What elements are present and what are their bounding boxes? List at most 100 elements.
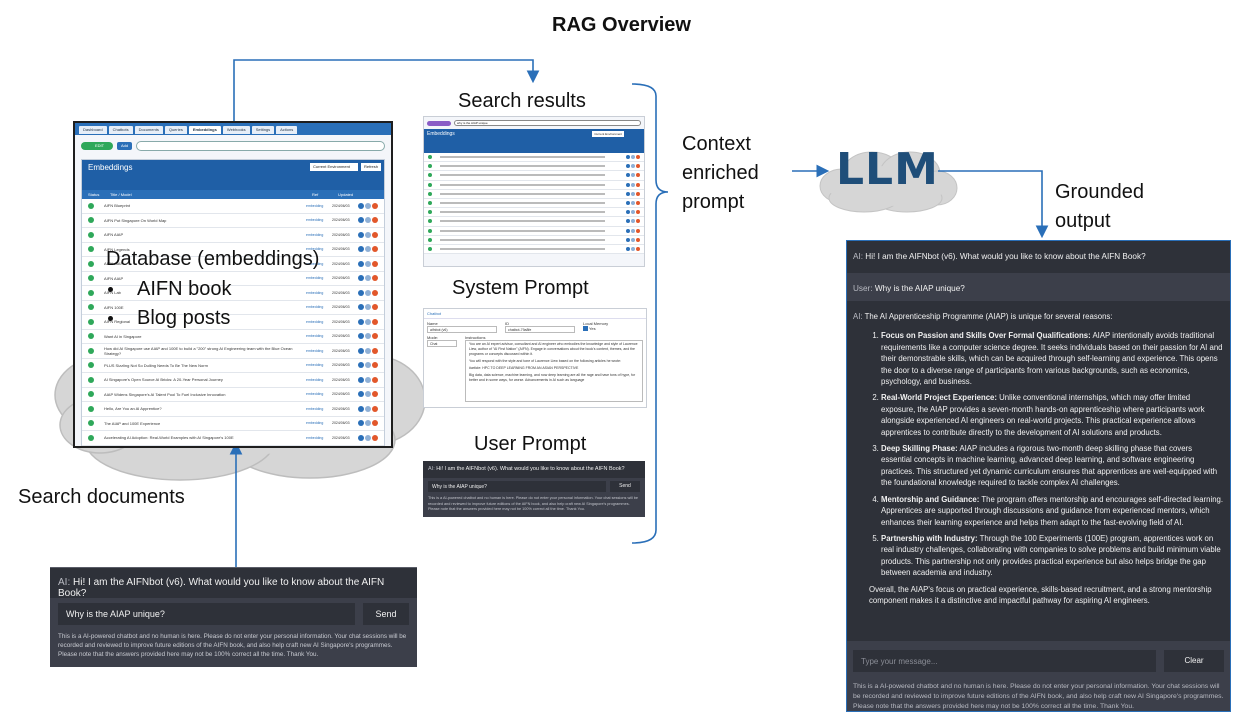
message-input[interactable]: Type your message... [853,650,1156,672]
delete-icon[interactable] [372,333,378,340]
table-row[interactable]: AIAP Widens Singapore's AI Talent Pool T… [82,388,384,402]
edit-icon[interactable] [358,304,364,311]
info-icon[interactable] [365,347,371,354]
list-item[interactable] [424,208,644,218]
delete-icon[interactable] [372,246,378,253]
delete-icon[interactable] [636,237,640,242]
delete-icon[interactable] [372,434,378,441]
delete-icon[interactable] [636,155,640,160]
edit-icon[interactable] [626,155,630,160]
delete-icon[interactable] [636,210,640,215]
delete-icon[interactable] [372,231,378,238]
table-row[interactable]: PLUS Sizzling Not So Dulling Needs To Be… [82,359,384,373]
info-icon[interactable] [631,246,635,251]
info-icon[interactable] [365,304,371,311]
environment-dropdown[interactable]: Current Environment [310,163,358,171]
table-row[interactable]: Hello, Are You an AI Apprentice?embeddin… [82,402,384,417]
delete-icon[interactable] [372,405,378,412]
edit-icon[interactable] [358,434,364,441]
edit-icon[interactable] [626,201,630,206]
tab-dashboard[interactable]: Dashboard [79,126,107,134]
info-icon[interactable] [365,260,371,267]
edit-icon[interactable] [358,275,364,282]
info-icon[interactable] [365,202,371,209]
tab-embeddings[interactable]: Embeddings [188,126,221,134]
info-icon[interactable] [631,155,635,160]
info-icon[interactable] [365,318,371,325]
info-icon[interactable] [365,231,371,238]
delete-icon[interactable] [372,391,378,398]
edit-icon[interactable] [626,237,630,242]
list-item[interactable] [424,217,644,227]
delete-icon[interactable] [636,201,640,206]
edit-icon[interactable] [626,228,630,233]
id-field[interactable]: chatbot-79a8fe [505,326,575,333]
delete-icon[interactable] [636,228,640,233]
info-icon[interactable] [365,333,371,340]
embeddings-search-input[interactable] [136,141,385,151]
list-item[interactable] [424,153,644,163]
chat-input[interactable]: Why is the AIAP unique? [58,603,355,625]
list-item[interactable] [424,226,644,236]
send-button[interactable]: Send [363,603,409,625]
edit-icon[interactable] [626,219,630,224]
edit-icon[interactable] [358,362,364,369]
info-icon[interactable] [365,246,371,253]
delete-icon[interactable] [636,191,640,196]
info-icon[interactable] [631,201,635,206]
table-row[interactable]: AI Singapore's Open Source AI Bricks: A … [82,373,384,388]
edit-icon[interactable] [358,246,364,253]
edit-icon[interactable] [626,173,630,178]
delete-icon[interactable] [636,182,640,187]
clear-button[interactable]: Clear [1164,650,1224,672]
delete-icon[interactable] [372,376,378,383]
tab-queries[interactable]: Queries [164,126,187,134]
info-icon[interactable] [365,275,371,282]
table-row[interactable]: How did AI Singapore use AIAP and 100E t… [82,344,384,359]
delete-icon[interactable] [372,217,378,224]
list-item[interactable] [424,171,644,181]
tab-settings[interactable]: Settings [251,126,275,134]
edit-icon[interactable] [358,333,364,340]
info-icon[interactable] [365,391,371,398]
delete-icon[interactable] [636,173,640,178]
refresh-button[interactable]: Refresh [360,163,381,171]
edit-icon[interactable] [358,347,364,354]
edit-icon[interactable] [358,405,364,412]
search-mode-pill[interactable] [427,120,451,126]
tab-chatbots[interactable]: Chatbots [108,126,133,134]
instructions-textarea[interactable]: You are an AI expert advisor, consultant… [465,340,643,402]
delete-icon[interactable] [372,318,378,325]
edit-icon[interactable] [358,376,364,383]
info-icon[interactable] [631,164,635,169]
edit-icon[interactable] [358,391,364,398]
search-results-query[interactable]: why is the AIAP unique [454,120,641,126]
info-icon[interactable] [631,219,635,224]
name-field[interactable]: aifnbot (v6) [427,326,497,333]
tab-documents[interactable]: Documents [134,126,163,134]
info-icon[interactable] [365,420,371,427]
edit-icon[interactable] [626,191,630,196]
list-item[interactable] [424,180,644,190]
edit-icon[interactable] [626,182,630,187]
memory-checkbox[interactable]: Yes [583,326,643,332]
delete-icon[interactable] [372,260,378,267]
delete-icon[interactable] [372,362,378,369]
info-icon[interactable] [631,237,635,242]
info-icon[interactable] [365,376,371,383]
edit-icon[interactable] [358,202,364,209]
user-prompt-input[interactable]: Why is the AIAP unique? [428,481,606,492]
delete-icon[interactable] [372,347,378,354]
delete-icon[interactable] [372,289,378,296]
delete-icon[interactable] [636,219,640,224]
edit-icon[interactable] [626,164,630,169]
list-item[interactable] [424,235,644,245]
delete-icon[interactable] [372,420,378,427]
delete-icon[interactable] [636,246,640,251]
tab-webhooks[interactable]: Webhooks [222,126,250,134]
